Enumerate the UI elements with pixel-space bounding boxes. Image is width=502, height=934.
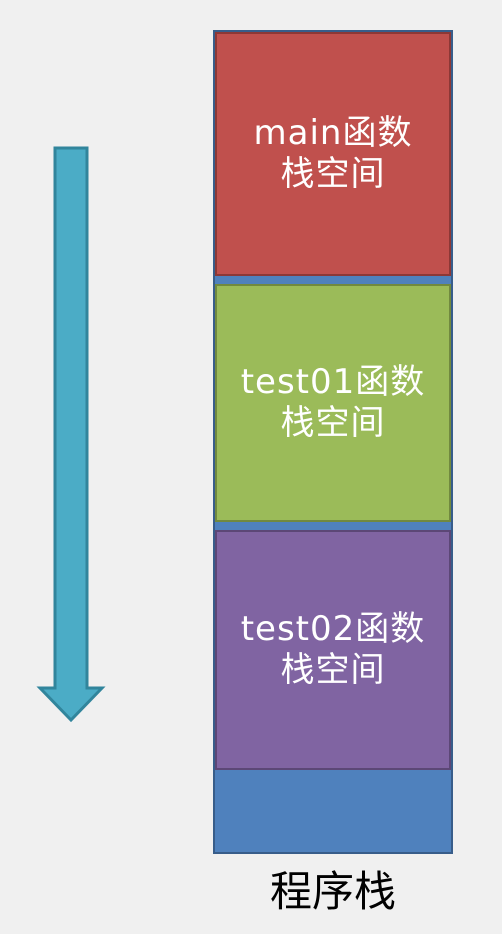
test02-stack-frame: test02函数 栈空间 <box>215 530 451 770</box>
test01-stack-frame: test01函数 栈空间 <box>215 284 451 522</box>
main-stack-frame-label: main函数 栈空间 <box>253 112 413 194</box>
program-stack: main函数 栈空间 test01函数 栈空间 test02函数 栈空间 <box>213 30 453 854</box>
test02-stack-frame-label: test02函数 栈空间 <box>240 608 426 690</box>
test01-stack-frame-label: test01函数 栈空间 <box>240 361 426 443</box>
main-stack-frame: main函数 栈空间 <box>215 32 451 276</box>
down-arrow-icon <box>36 146 106 722</box>
stack-caption: 程序栈 <box>269 867 396 916</box>
